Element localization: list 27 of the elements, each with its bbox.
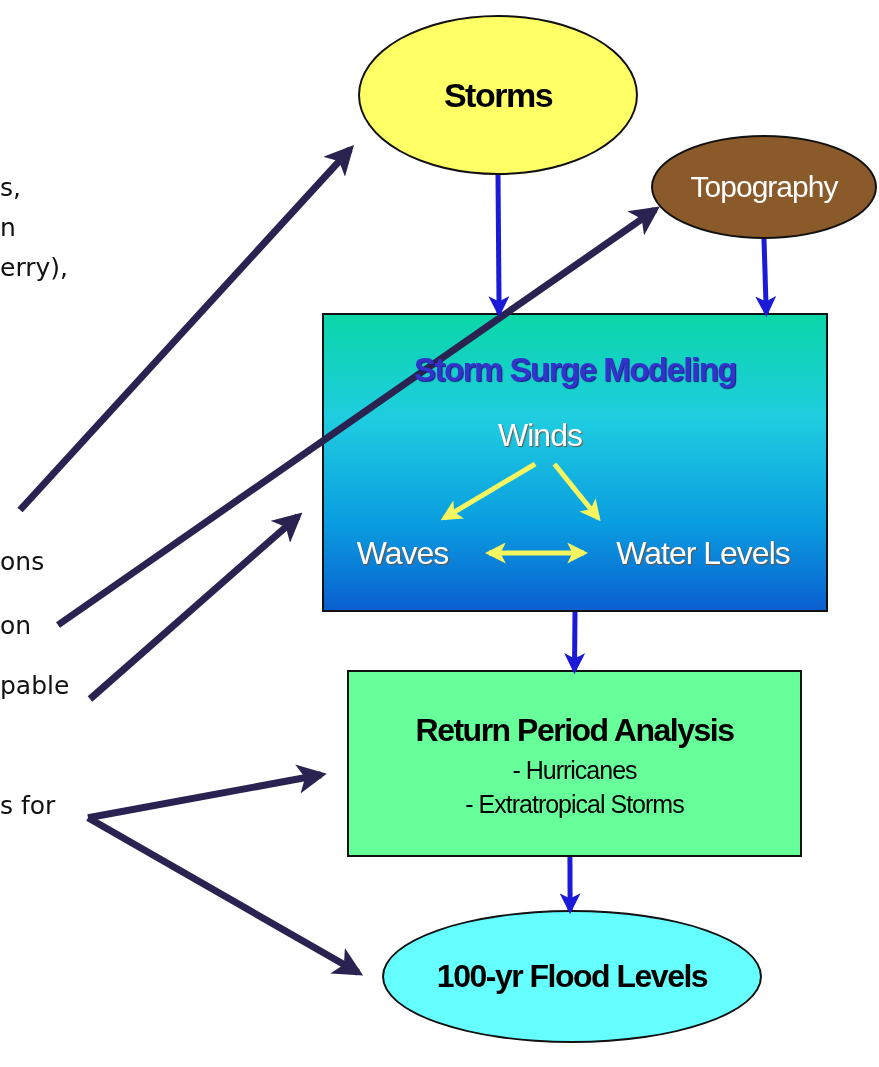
process-label: Waves — [340, 530, 465, 576]
node-title: Storms — [443, 75, 553, 115]
process-label: Water Levels — [598, 530, 808, 576]
arrow — [87, 764, 327, 822]
arrow — [559, 857, 581, 915]
process-label: Winds — [480, 412, 600, 458]
process-box — [347, 670, 802, 857]
arrow — [564, 612, 586, 675]
list-item: - Extratropical Storms — [465, 788, 684, 820]
arrow — [87, 512, 303, 702]
node-title: 100-yr Flood Levels — [436, 958, 708, 995]
text-fragment: s, n erry), — [0, 172, 69, 284]
arrow — [440, 461, 537, 521]
text-fragment: ons — [0, 546, 45, 578]
arrow — [755, 238, 777, 318]
arrow — [552, 462, 601, 522]
arrow — [488, 175, 510, 318]
node-title: Topography — [690, 170, 838, 204]
arrow — [17, 145, 354, 513]
text-fragment: s for — [0, 785, 82, 825]
text-fragment: on — [0, 605, 44, 645]
list-item: - Hurricanes — [512, 754, 637, 786]
process-box — [322, 313, 828, 612]
arrow — [484, 542, 589, 564]
arrow — [56, 206, 660, 628]
text-fragment: pable — [0, 665, 86, 705]
box-title: Return Period Analysis — [415, 710, 734, 750]
